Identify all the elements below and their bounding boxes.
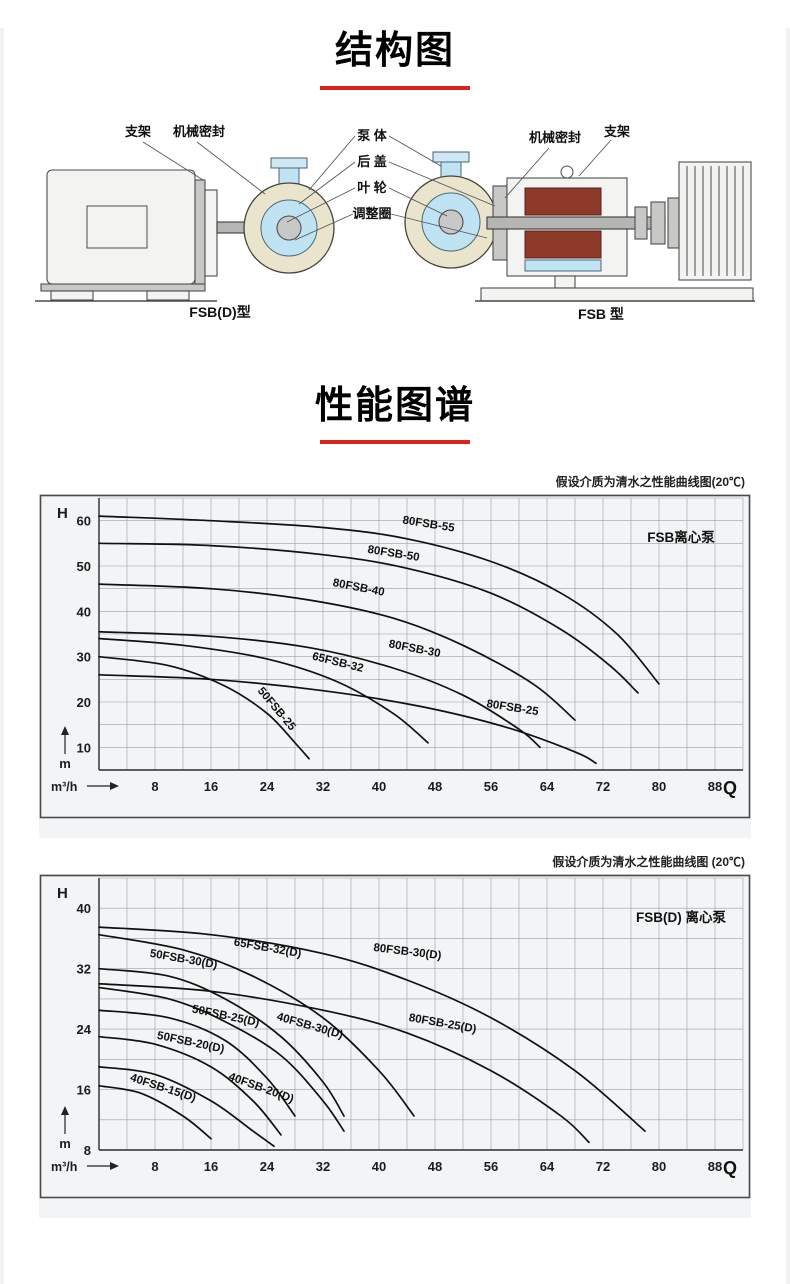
x-tick-label: 56: [484, 1159, 498, 1174]
curve-80FSB-55: [98, 515, 660, 685]
curve-50FSB-20(D): [98, 1035, 282, 1136]
curve-65FSB-32(D): [98, 933, 415, 1117]
pump-structure-svg: 支架 机械密封 泵 体 后 盖 叶 轮 调整圈 机械密封 支架 FSB(D)型 …: [35, 124, 755, 322]
y-tick-label: 30: [77, 650, 91, 665]
structure-section: 结构图: [4, 28, 786, 325]
x-tick-label: 88: [708, 779, 722, 794]
x-tick-label: 64: [540, 1159, 555, 1174]
fsbd-pump-assembly: [35, 157, 335, 302]
y-tick-label: 32: [77, 962, 91, 977]
fsb-performance-chart: 假设介质为清水之性能曲线图(20℃) 10 20 30 40 50 60 8 16 24 32 40…: [39, 474, 751, 838]
x-tick-label: 40: [372, 779, 386, 794]
x-tick-label: 72: [596, 1159, 610, 1174]
fsb-pump-assembly: [404, 151, 755, 302]
fsbd-chart-condition-note: 假设介质为清水之性能曲线图 (20℃): [552, 855, 745, 869]
x-tick-label: 72: [596, 779, 610, 794]
y-tick-label: 20: [77, 695, 91, 710]
fsbd-performance-chart: 假设介质为清水之性能曲线图 (20℃) 8 16 24 32 40 8 16 24 32 40 48…: [39, 854, 751, 1218]
y-axis-symbol: H: [57, 885, 68, 902]
x-tick-label: 80: [652, 1159, 666, 1174]
x-tick-label: 8: [151, 779, 158, 794]
y-tick-label: 24: [77, 1022, 92, 1037]
q-axis-symbol: Q: [723, 778, 737, 798]
curve-50FSB-30(D): [98, 967, 345, 1117]
y-tick-label: 10: [77, 740, 91, 755]
curve-80FSB-50: [98, 542, 639, 694]
x-tick-label: 48: [428, 779, 442, 794]
chart-border: [39, 874, 751, 1199]
structure-title-underline: [320, 85, 470, 90]
curve-40FSB-15(D): [98, 1084, 212, 1140]
bottom-padding: [4, 1218, 786, 1246]
chart-legend: FSB(D) 离心泵: [636, 909, 726, 925]
x-tick-label: 64: [540, 779, 555, 794]
fsb-chart-condition-note: 假设介质为清水之性能曲线图(20℃): [555, 475, 745, 489]
chart-legend: FSB离心泵: [647, 529, 715, 545]
label-adjusting-ring: 调整圈: [352, 206, 391, 221]
x-unit-arrowhead: [110, 782, 119, 790]
curve-80FSB-40: [98, 583, 576, 721]
x-tick-label: 80: [652, 779, 666, 794]
x-unit-arrowhead: [110, 1162, 119, 1170]
diagram-labels: 支架 机械密封 泵 体 后 盖 叶 轮 调整圈 机械密封 支架 FSB(D)型 …: [124, 124, 630, 322]
x-tick-label: 16: [204, 1159, 218, 1174]
curve-40FSB-20(D): [98, 1066, 275, 1148]
y-unit-arrowhead: [61, 726, 69, 735]
fsbd-performance-plot: 8 16 24 32 40 8 16 24 32 40 48 56 64 72 80 88 Hm m³/h Q FSB…: [39, 874, 751, 1218]
y-tick-label: 40: [77, 901, 91, 916]
performance-section: 性能图谱 假设介质为清水之性能曲线图(20℃) 10 20 30 40 50 60 8 16 2…: [4, 383, 786, 1247]
curve-40FSB-30(D): [98, 986, 345, 1132]
x-tick-label: 24: [260, 1159, 275, 1174]
x-unit-label: m³/h: [51, 1160, 77, 1174]
y-unit-arrowhead: [61, 1106, 69, 1115]
caption-fsb-model: FSB 型: [578, 306, 624, 322]
fsb-performance-plot: 10 20 30 40 50 60 8 16 24 32 40 48 56 64 72 80 88 Hm m³/h Q…: [39, 494, 751, 838]
x-unit-label: m³/h: [51, 780, 77, 794]
y-axis-symbol: H: [57, 505, 68, 522]
caption-fsbd-model: FSB(D)型: [189, 304, 250, 320]
performance-title: 性能图谱: [314, 384, 475, 427]
y-tick-label: 40: [77, 604, 91, 619]
x-tick-label: 24: [260, 779, 275, 794]
label-right-mech-seal: 机械密封: [529, 130, 581, 145]
curve-80FSB-25: [98, 673, 597, 765]
x-tick-label: 8: [151, 1159, 158, 1174]
label-right-bracket: 支架: [603, 124, 630, 139]
label-rear-cover: 后 盖: [357, 154, 387, 169]
x-tick-label: 16: [204, 779, 218, 794]
curve-80FSB-30: [98, 630, 541, 749]
y-unit-label: m: [59, 1136, 71, 1151]
curve-80FSB-30(D): [98, 926, 646, 1132]
curve-65FSB-32: [98, 637, 429, 744]
y-tick-label: 8: [84, 1143, 91, 1158]
label-left-mech-seal: 机械密封: [173, 124, 225, 139]
y-unit-label: m: [59, 756, 71, 771]
label-left-bracket: 支架: [124, 124, 151, 139]
page: 结构图: [4, 28, 786, 1246]
x-tick-label: 32: [316, 779, 330, 794]
curve-50FSB-25: [98, 655, 310, 760]
curve-80FSB-25(D): [98, 982, 590, 1144]
x-tick-label: 40: [372, 1159, 386, 1174]
performance-title-underline: [320, 440, 470, 444]
y-tick-label: 16: [77, 1083, 91, 1098]
label-impeller: 叶 轮: [357, 180, 387, 195]
chart-bg: [39, 494, 751, 838]
x-tick-label: 48: [428, 1159, 442, 1174]
chart-bg: [39, 874, 751, 1218]
structure-title: 结构图: [334, 30, 455, 72]
q-axis-symbol: Q: [723, 1158, 737, 1178]
pump-structure-diagram: 支架 机械密封 泵 体 后 盖 叶 轮 调整圈 机械密封 支架 FSB(D)型 …: [35, 110, 755, 325]
x-tick-label: 32: [316, 1159, 330, 1174]
x-tick-label: 88: [708, 1159, 722, 1174]
y-tick-label: 60: [77, 514, 91, 529]
label-pump-body: 泵 体: [357, 128, 388, 143]
x-tick-label: 56: [484, 779, 498, 794]
leader-lines: [142, 135, 612, 240]
y-tick-label: 50: [77, 559, 91, 574]
curve-50FSB-25(D): [98, 1009, 296, 1117]
chart-border: [39, 494, 751, 819]
